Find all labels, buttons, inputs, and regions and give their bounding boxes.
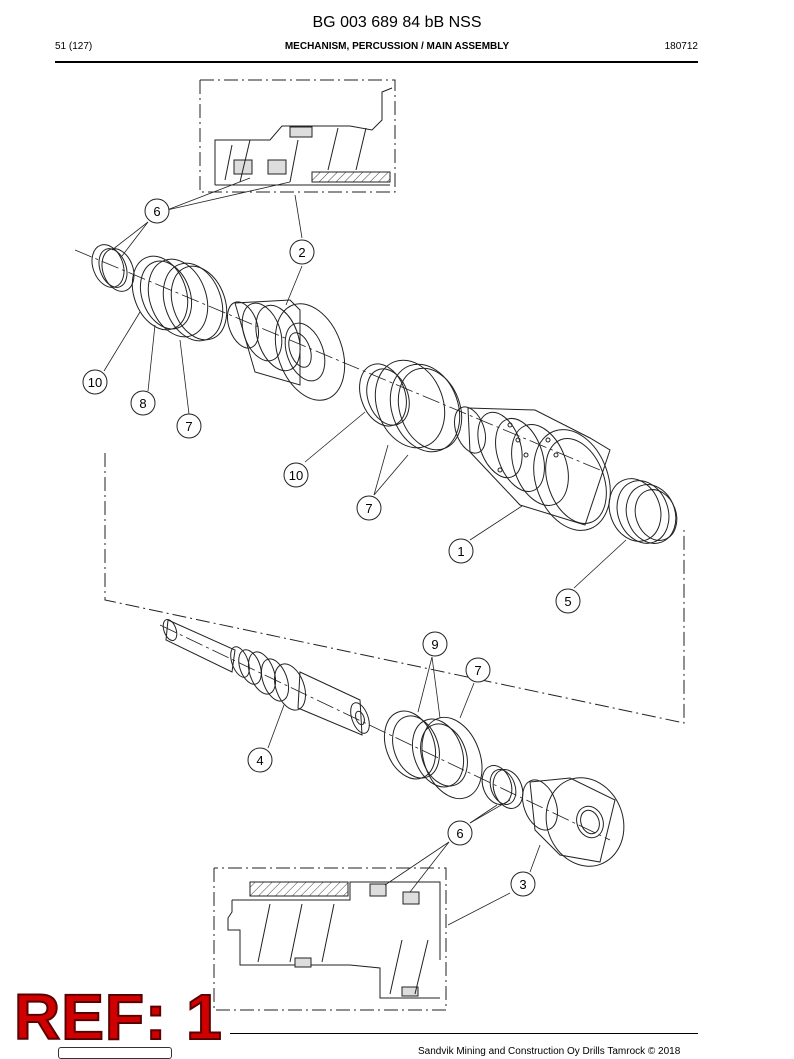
callout-2: 2	[289, 239, 315, 265]
svg-text:7: 7	[185, 419, 192, 434]
callout-10-middle: 10	[283, 462, 309, 488]
svg-text:7: 7	[474, 663, 481, 678]
document-title: BG 003 689 84 bB NSS	[312, 14, 482, 31]
part-6-seal-bottom	[481, 765, 524, 809]
leader-lines	[103, 177, 627, 926]
header-rule	[55, 61, 698, 63]
svg-text:5: 5	[564, 594, 571, 609]
svg-text:7: 7	[365, 501, 372, 516]
copyright-footer: Sandvik Mining and Construction Oy Drill…	[418, 1046, 681, 1057]
callout-7-lower: 7	[465, 657, 491, 683]
ring-group-middle	[359, 359, 463, 453]
part-3-cap	[522, 777, 625, 867]
svg-text:8: 8	[139, 396, 146, 411]
part-4-piston	[162, 618, 370, 736]
callout-6-bottom: 6	[447, 820, 473, 846]
callout-1: 1	[448, 538, 474, 564]
svg-text:10: 10	[289, 468, 303, 483]
callout-9: 9	[422, 631, 448, 657]
page-number: 51 (127)	[55, 41, 93, 52]
callout-5: 5	[555, 588, 581, 614]
callout-7-middle: 7	[356, 495, 382, 521]
document-date: 180712	[664, 41, 698, 52]
footer-rule	[230, 1033, 698, 1034]
svg-text:10: 10	[88, 375, 102, 390]
callout-6-top: 6	[144, 198, 170, 224]
callout-3: 3	[510, 871, 536, 897]
callout-7-upper: 7	[176, 413, 202, 439]
section-title: MECHANISM, PERCUSSION / MAIN ASSEMBLY	[284, 41, 510, 52]
part-1-cylinder	[453, 406, 611, 531]
svg-text:1: 1	[457, 544, 464, 559]
svg-text:6: 6	[153, 204, 160, 219]
callout-10-upper: 10	[82, 369, 108, 395]
part-2-sleeve	[226, 299, 346, 401]
callout-4: 4	[247, 747, 273, 773]
detail-view-top	[199, 79, 396, 193]
part-5-seal	[608, 478, 678, 544]
svg-text:2: 2	[298, 245, 305, 260]
ref-stamp: REF: 1	[13, 981, 223, 1053]
brand-logo	[58, 1047, 172, 1059]
ring-group-lower	[383, 710, 483, 800]
callout-8: 8	[130, 390, 156, 416]
detail-view-bottom	[213, 867, 447, 1011]
svg-text:9: 9	[431, 637, 438, 652]
svg-text:3: 3	[519, 877, 526, 892]
svg-text:6: 6	[456, 826, 463, 841]
ring-group-upper-left	[131, 255, 228, 342]
svg-text:4: 4	[256, 753, 263, 768]
part-6-seal-top	[91, 244, 135, 292]
